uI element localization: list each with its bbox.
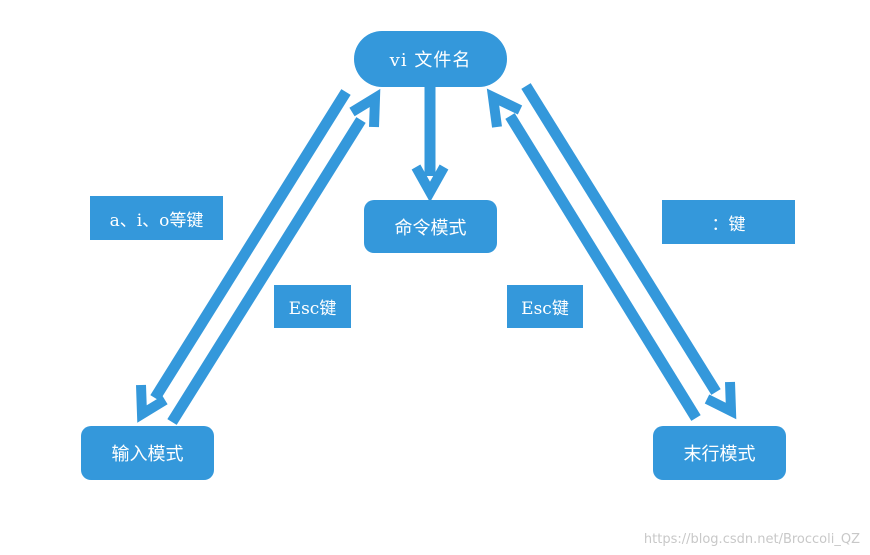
command-mode-node: 命令模式	[364, 200, 497, 253]
watermark-text: https://blog.csdn.net/Broccoli_QZ	[643, 532, 860, 547]
label-colon-key: ：键	[662, 200, 795, 244]
last-line-mode-node: 末行模式	[653, 426, 786, 480]
arrowhead-start-from-insert	[349, 88, 381, 128]
arrow-start-to-insert	[150, 89, 351, 401]
label-esc-left: Esc键	[274, 285, 351, 328]
arrow-start-to-lastline	[521, 83, 721, 395]
arrow-lastline-to-start	[505, 113, 701, 421]
arrowhead-command	[411, 164, 449, 203]
start-node-vi-filename: vi 文件名	[354, 31, 507, 87]
arrowhead-start-from-lastline	[486, 88, 523, 128]
label-insert-keys: a、i、o等键	[90, 196, 223, 240]
label-esc-right: Esc键	[507, 285, 583, 328]
arrow-insert-to-start	[167, 117, 366, 425]
arrowhead-lastline	[704, 381, 737, 420]
insert-mode-node: 输入模式	[81, 426, 214, 480]
arrowhead-insert	[136, 384, 168, 423]
